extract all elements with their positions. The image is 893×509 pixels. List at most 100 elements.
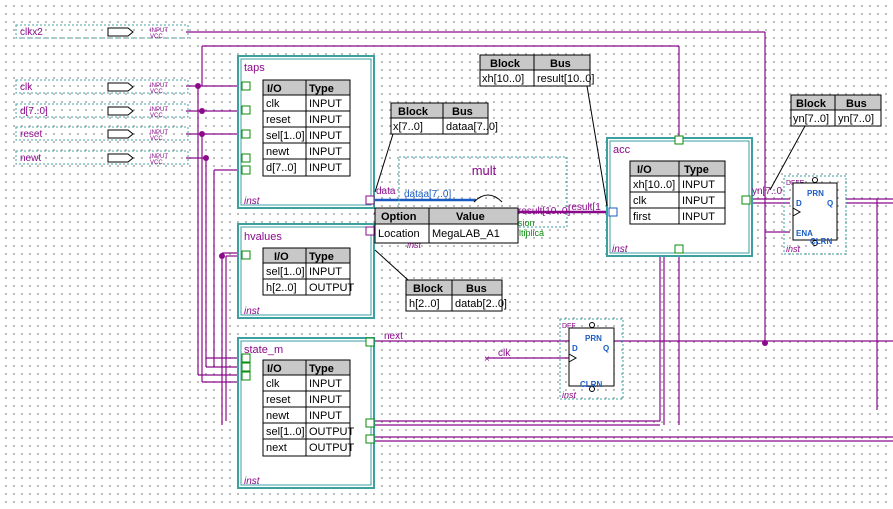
- svg-text:Block: Block: [413, 283, 444, 295]
- state-m-io-table: I/O Type clk INPUT reset INPUT newt INPU…: [262, 359, 355, 457]
- svg-text:inst: inst: [244, 196, 261, 207]
- svg-text:INPUT: INPUT: [309, 162, 342, 174]
- svg-text:x[7..0]: x[7..0]: [393, 121, 423, 133]
- block-taps[interactable]: taps inst data I/O Type clk INPUT reset …: [237, 55, 396, 209]
- svg-text:Type: Type: [309, 363, 334, 375]
- svg-text:reset: reset: [266, 114, 290, 126]
- svg-text:yn[7..0]: yn[7..0]: [838, 113, 874, 125]
- svg-text:PRN: PRN: [807, 189, 824, 198]
- block-state-m[interactable]: state_m inst I/O Type clk INPUT reset IN…: [237, 337, 375, 489]
- svg-text:h[2..0]: h[2..0]: [266, 282, 297, 294]
- input-pin-clkx2[interactable]: clkx2 INPUT VCC: [15, 24, 189, 40]
- svg-text:VCC: VCC: [150, 34, 163, 40]
- svg-text:D: D: [796, 199, 802, 208]
- block-title: acc: [613, 144, 631, 156]
- svg-text:newt: newt: [266, 410, 289, 422]
- svg-text:INPUT: INPUT: [309, 130, 342, 142]
- svg-text:result[1: result[1: [568, 202, 601, 213]
- svg-text:clkx2: clkx2: [20, 27, 43, 38]
- block-title: mult: [472, 163, 497, 178]
- svg-text:INPUT: INPUT: [309, 378, 342, 390]
- svg-text:Bus: Bus: [846, 98, 867, 110]
- svg-text:h[2..0]: h[2..0]: [409, 298, 440, 310]
- svg-text:clk: clk: [266, 378, 280, 390]
- block-hvalues[interactable]: hvalues inst I/O Type sel[1..0] INPUT h[…: [237, 223, 375, 319]
- svg-text:CLRN: CLRN: [810, 237, 832, 246]
- svg-text:I/O: I/O: [637, 164, 652, 176]
- block-title: hvalues: [244, 231, 282, 243]
- svg-text:DFF: DFF: [562, 323, 576, 330]
- svg-text:INPUT: INPUT: [150, 28, 168, 34]
- wire-label-next: next: [384, 331, 403, 342]
- svg-text:CLRN: CLRN: [580, 380, 602, 389]
- bus-table-4: Block Bus yn[7..0] yn[7..0]: [769, 94, 882, 191]
- svg-text:INPUT: INPUT: [150, 130, 168, 136]
- svg-text:next: next: [266, 442, 287, 454]
- svg-text:Q: Q: [603, 344, 609, 353]
- bus-table-1: Block Bus xh[10..0] result[10..0]: [479, 54, 608, 207]
- svg-text:OUTPUT: OUTPUT: [309, 282, 355, 294]
- svg-text:VCC: VCC: [150, 89, 163, 95]
- svg-text:I/O: I/O: [267, 363, 282, 375]
- svg-text:INPUT: INPUT: [309, 146, 342, 158]
- acc-io-table: I/O Type xh[10..0] INPUT clk INPUT first…: [629, 160, 726, 225]
- svg-text:inst: inst: [562, 390, 577, 400]
- svg-text:reset: reset: [266, 394, 290, 406]
- svg-text:INPUT: INPUT: [150, 83, 168, 89]
- input-pin-reset[interactable]: reset INPUT VCC: [15, 126, 189, 142]
- svg-text:VCC: VCC: [150, 160, 163, 166]
- dff-register[interactable]: DFF PRN D Q CLRN inst: [559, 318, 624, 400]
- taps-io-table: I/O Type clk INPUT reset INPUT sel[1..0]…: [262, 79, 351, 177]
- svg-text:I/O: I/O: [267, 83, 282, 95]
- svg-text:datab[2..0]: datab[2..0]: [455, 298, 507, 310]
- wires: [186, 31, 893, 442]
- svg-text:ultiplica: ultiplica: [514, 228, 544, 238]
- svg-text:sion: sion: [518, 218, 535, 228]
- svg-text:VCC: VCC: [150, 136, 163, 142]
- svg-text:Location: Location: [378, 228, 420, 240]
- input-pins: clkx2 INPUT VCC clk INPUT VCC d[7..0] IN…: [15, 24, 189, 166]
- svg-text:Type: Type: [309, 251, 334, 263]
- svg-text:INPUT: INPUT: [309, 266, 342, 278]
- svg-text:Bus: Bus: [466, 283, 487, 295]
- svg-text:Bus: Bus: [452, 106, 473, 118]
- svg-text:sel[1..0]: sel[1..0]: [266, 426, 305, 438]
- svg-text:inst: inst: [407, 240, 422, 250]
- svg-text:PRN: PRN: [585, 334, 602, 343]
- block-mult[interactable]: mult dataa[7..0] result[10..0] sion ulti…: [398, 156, 570, 250]
- svg-text:clk: clk: [20, 82, 33, 93]
- option-table: Option Value Location MegaLAB_A1: [374, 207, 519, 244]
- block-title: state_m: [244, 344, 283, 356]
- wire-end-marker: ×: [484, 354, 490, 365]
- svg-text:inst: inst: [786, 244, 801, 254]
- input-pin-clk[interactable]: clk INPUT VCC: [15, 79, 189, 95]
- svg-text:Q: Q: [827, 199, 833, 208]
- svg-text:MegaLAB_A1: MegaLAB_A1: [432, 228, 500, 240]
- svg-text:OUTPUT: OUTPUT: [309, 442, 355, 454]
- svg-text:Block: Block: [398, 106, 429, 118]
- input-pin-d[interactable]: d[7..0] INPUT VCC: [15, 103, 189, 119]
- svg-text:INPUT: INPUT: [309, 98, 342, 110]
- svg-text:INPUT: INPUT: [682, 211, 715, 223]
- block-acc[interactable]: acc inst result[1 yn[7..0 I/O Type xh[10…: [568, 135, 782, 257]
- input-pin-newt[interactable]: newt INPUT VCC: [15, 150, 189, 166]
- svg-text:INPUT: INPUT: [682, 195, 715, 207]
- svg-text:clk: clk: [266, 98, 280, 110]
- svg-text:Value: Value: [456, 211, 485, 223]
- svg-text:Option: Option: [381, 211, 417, 223]
- svg-text:d[7..0]: d[7..0]: [20, 106, 48, 117]
- svg-text:yn[7..0]: yn[7..0]: [793, 113, 829, 125]
- bus-table-3: Block Bus h[2..0] datab[2..0]: [374, 249, 507, 312]
- svg-text:dataa[7..0]: dataa[7..0]: [404, 189, 451, 200]
- svg-text:inst: inst: [612, 244, 629, 255]
- svg-text:VCC: VCC: [150, 113, 163, 119]
- hvalues-io-table: I/O Type sel[1..0] INPUT h[2..0] OUTPUT: [262, 247, 355, 296]
- svg-text:reset: reset: [20, 129, 42, 140]
- svg-text:d[7..0]: d[7..0]: [266, 162, 297, 174]
- svg-text:INPUT: INPUT: [150, 154, 168, 160]
- junctions: [195, 83, 768, 346]
- dffe-register[interactable]: DFFE PRN D Q ENA CLRN inst: [783, 175, 847, 255]
- block-title: taps: [244, 62, 265, 74]
